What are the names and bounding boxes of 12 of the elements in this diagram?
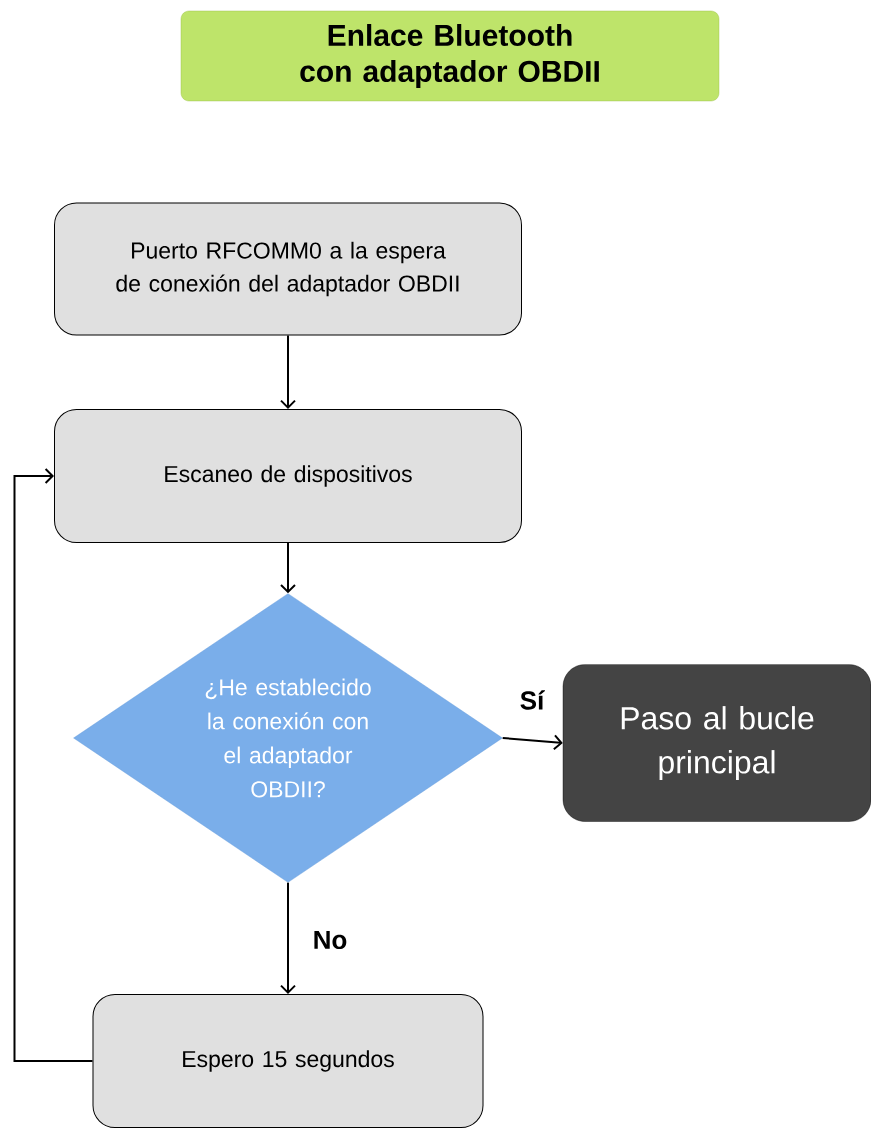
process-box: Espero 15 segundos (92, 994, 484, 1128)
edge-label: No (311, 929, 349, 951)
process-box: Escaneo de dispositivos (54, 409, 522, 543)
arrow (13, 468, 94, 1062)
terminal-box: Paso al bucle principal (562, 664, 871, 822)
arrow (280, 542, 296, 594)
edge-label: Sí (518, 689, 546, 711)
arrow (280, 334, 296, 409)
process-box: Puerto RFCOMM0 a la espera de conexión del adaptador OBDII (54, 202, 522, 336)
title-box: Enlace Bluetooth con adaptador OBDII (180, 10, 720, 102)
arrow (501, 734, 563, 751)
arrow (280, 881, 296, 994)
